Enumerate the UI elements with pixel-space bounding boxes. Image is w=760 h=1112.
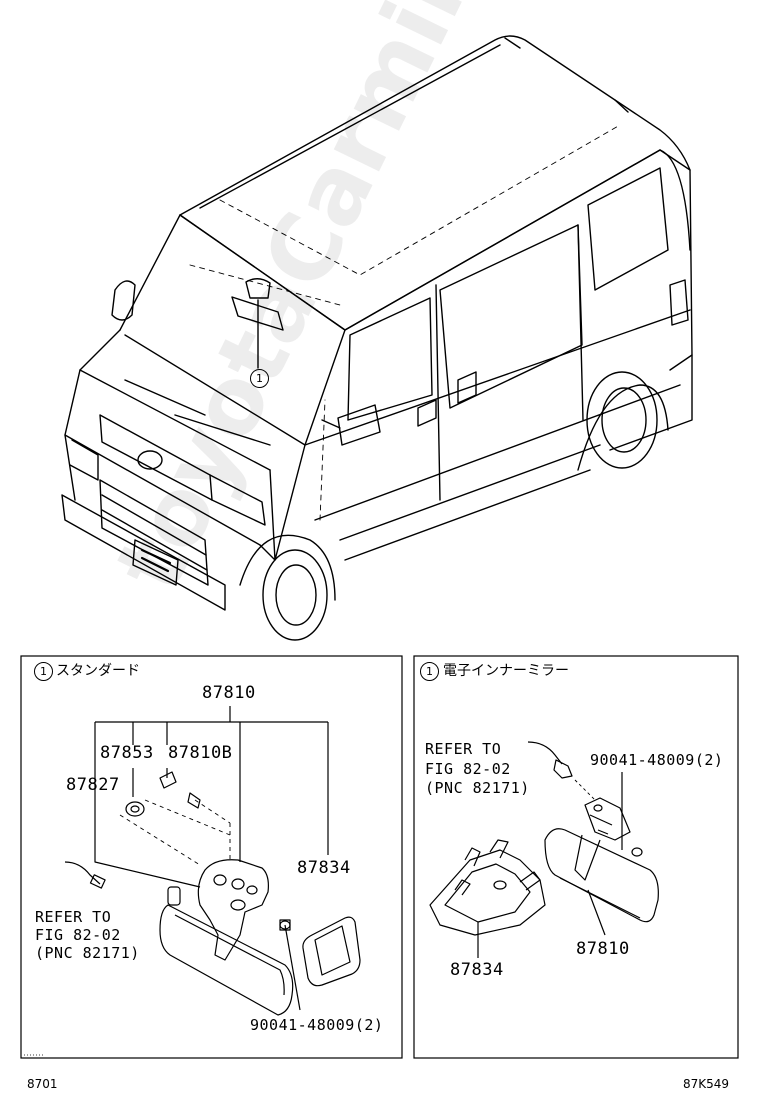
right-panel-frame [413,655,739,1059]
right-refer-line-2: FIG 82-02 [425,760,511,778]
right-panel-callout-marker: 1 [420,662,439,681]
van-illustration [61,35,693,641]
left-panel-callout-marker: 1 [34,662,53,681]
right-panel-title: 電子インナーミラー [443,663,569,679]
left-part-87834-label: 87834 [297,858,351,878]
left-refer-line-1: REFER TO [35,908,112,926]
left-panel-frame [20,655,403,1059]
car-callout-marker: 1 [250,369,269,388]
left-panel-title: スタンダード [56,663,140,679]
footer-left-code: 8701 [27,1077,58,1091]
right-refer-line-3: (PNC 82171) [425,779,530,797]
left-refer-line-3: (PNC 82171) [35,944,140,962]
right-part-87810-label: 87810 [576,939,630,959]
right-refer-line-1: REFER TO [425,740,502,758]
left-refer-line-2: FIG 82-02 [35,926,121,944]
left-part-87810-label: 87810 [202,683,256,703]
right-part-87834-label: 87834 [450,960,504,980]
footer-right-code: 87K549 [683,1077,730,1091]
right-part-90041-label: 90041-48009(2) [590,751,724,769]
left-part-87827-label: 87827 [66,775,120,795]
left-part-87853-label: 87853 [100,743,154,763]
left-part-90041-label: 90041-48009(2) [250,1016,384,1034]
left-part-87810B-label: 87810B [168,743,233,763]
